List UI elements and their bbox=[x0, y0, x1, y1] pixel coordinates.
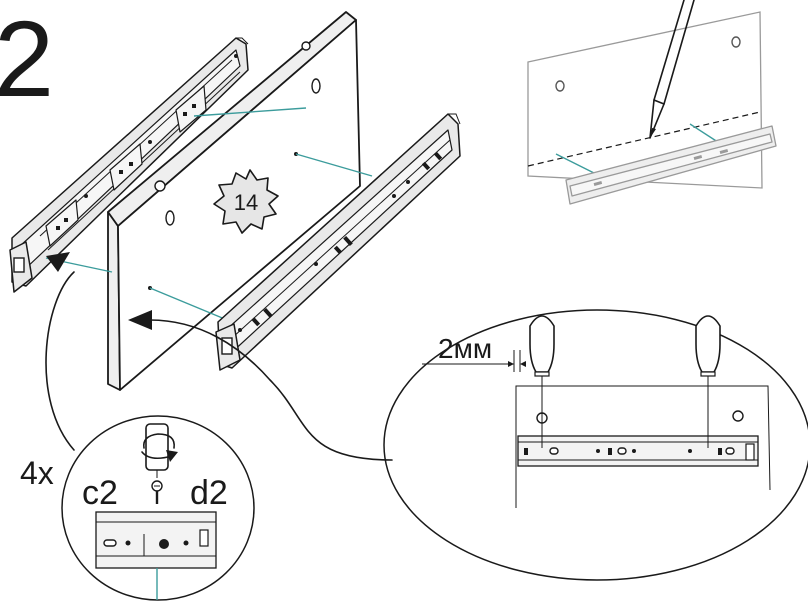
panel-hole bbox=[311, 78, 321, 94]
left-rail-slots bbox=[45, 54, 238, 247]
screw-gap-detail: 2мм bbox=[383, 309, 808, 581]
marking-detail bbox=[527, 0, 777, 205]
gap-dimension: 2мм bbox=[422, 333, 526, 372]
part-label-d2: d2 bbox=[190, 474, 228, 512]
screw-detail-rail bbox=[95, 511, 217, 569]
screw-quantity: 4x bbox=[20, 455, 54, 491]
part-number: 14 bbox=[234, 190, 258, 215]
marking-rail bbox=[565, 125, 777, 205]
left-drawer-rail bbox=[9, 37, 249, 293]
alignment-guides bbox=[45, 107, 373, 323]
screw-detail: 4x c2 d2 bbox=[20, 415, 255, 601]
panel-hole bbox=[154, 180, 166, 192]
right-drawer-rail bbox=[215, 113, 461, 371]
panel-hole bbox=[165, 210, 175, 226]
panel-hole bbox=[301, 41, 311, 51]
arrow-icon bbox=[128, 310, 152, 330]
screwdriver-icon bbox=[529, 315, 555, 448]
step-number: 2 bbox=[0, 0, 54, 119]
detail-connectors bbox=[45, 252, 393, 461]
pencil-icon bbox=[649, 0, 695, 139]
right-rail-slots bbox=[238, 151, 443, 332]
screwdriver-icon bbox=[145, 423, 169, 478]
rotate-arrow-icon bbox=[141, 433, 178, 462]
detail-rail bbox=[517, 435, 759, 467]
part-number-badge: 14 bbox=[213, 169, 279, 234]
gap-label: 2мм bbox=[438, 333, 492, 364]
screw-icon bbox=[151, 480, 163, 504]
arrow-icon bbox=[46, 252, 70, 272]
part-label-c2: c2 bbox=[82, 474, 118, 512]
screwdriver-icon bbox=[695, 315, 721, 448]
